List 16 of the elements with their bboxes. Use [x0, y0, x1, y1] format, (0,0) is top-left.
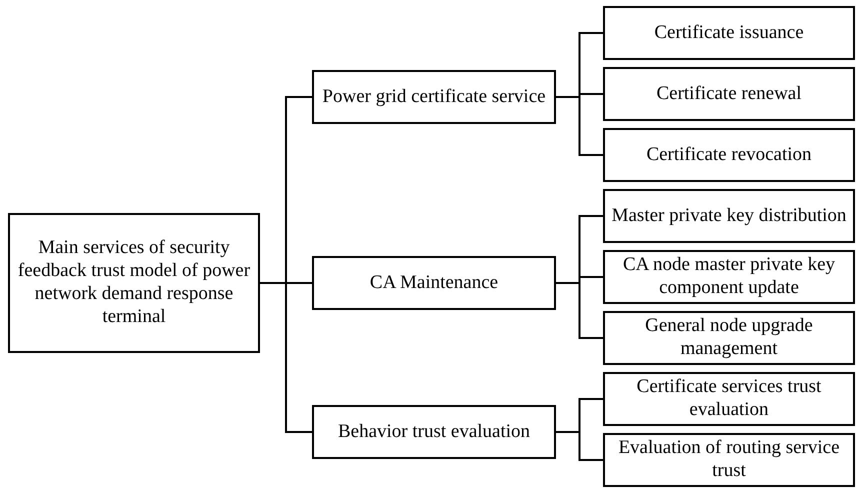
connector-line [260, 282, 312, 433]
connector-line [556, 282, 603, 339]
service-box: CA node master private key component update [603, 250, 855, 304]
root-box: Main services of security feedback trust model of power network demand response terminal [8, 213, 260, 353]
service-box: Certificate issuance [603, 6, 855, 60]
category-box: Power grid certificate service [312, 70, 556, 124]
service-box: General node upgrade management [603, 311, 855, 365]
service-box: Evaluation of routing service trust [603, 433, 855, 487]
category-box: CA Maintenance [312, 256, 556, 310]
service-box: Certificate renewal [603, 67, 855, 121]
service-box: Master private key distribution [603, 189, 855, 243]
connector-line [556, 431, 603, 461]
service-box: Certificate services trust evaluation [603, 372, 855, 426]
connector-line [556, 96, 603, 156]
service-box: Certificate revocation [603, 128, 855, 182]
category-box: Behavior trust evaluation [312, 405, 556, 459]
